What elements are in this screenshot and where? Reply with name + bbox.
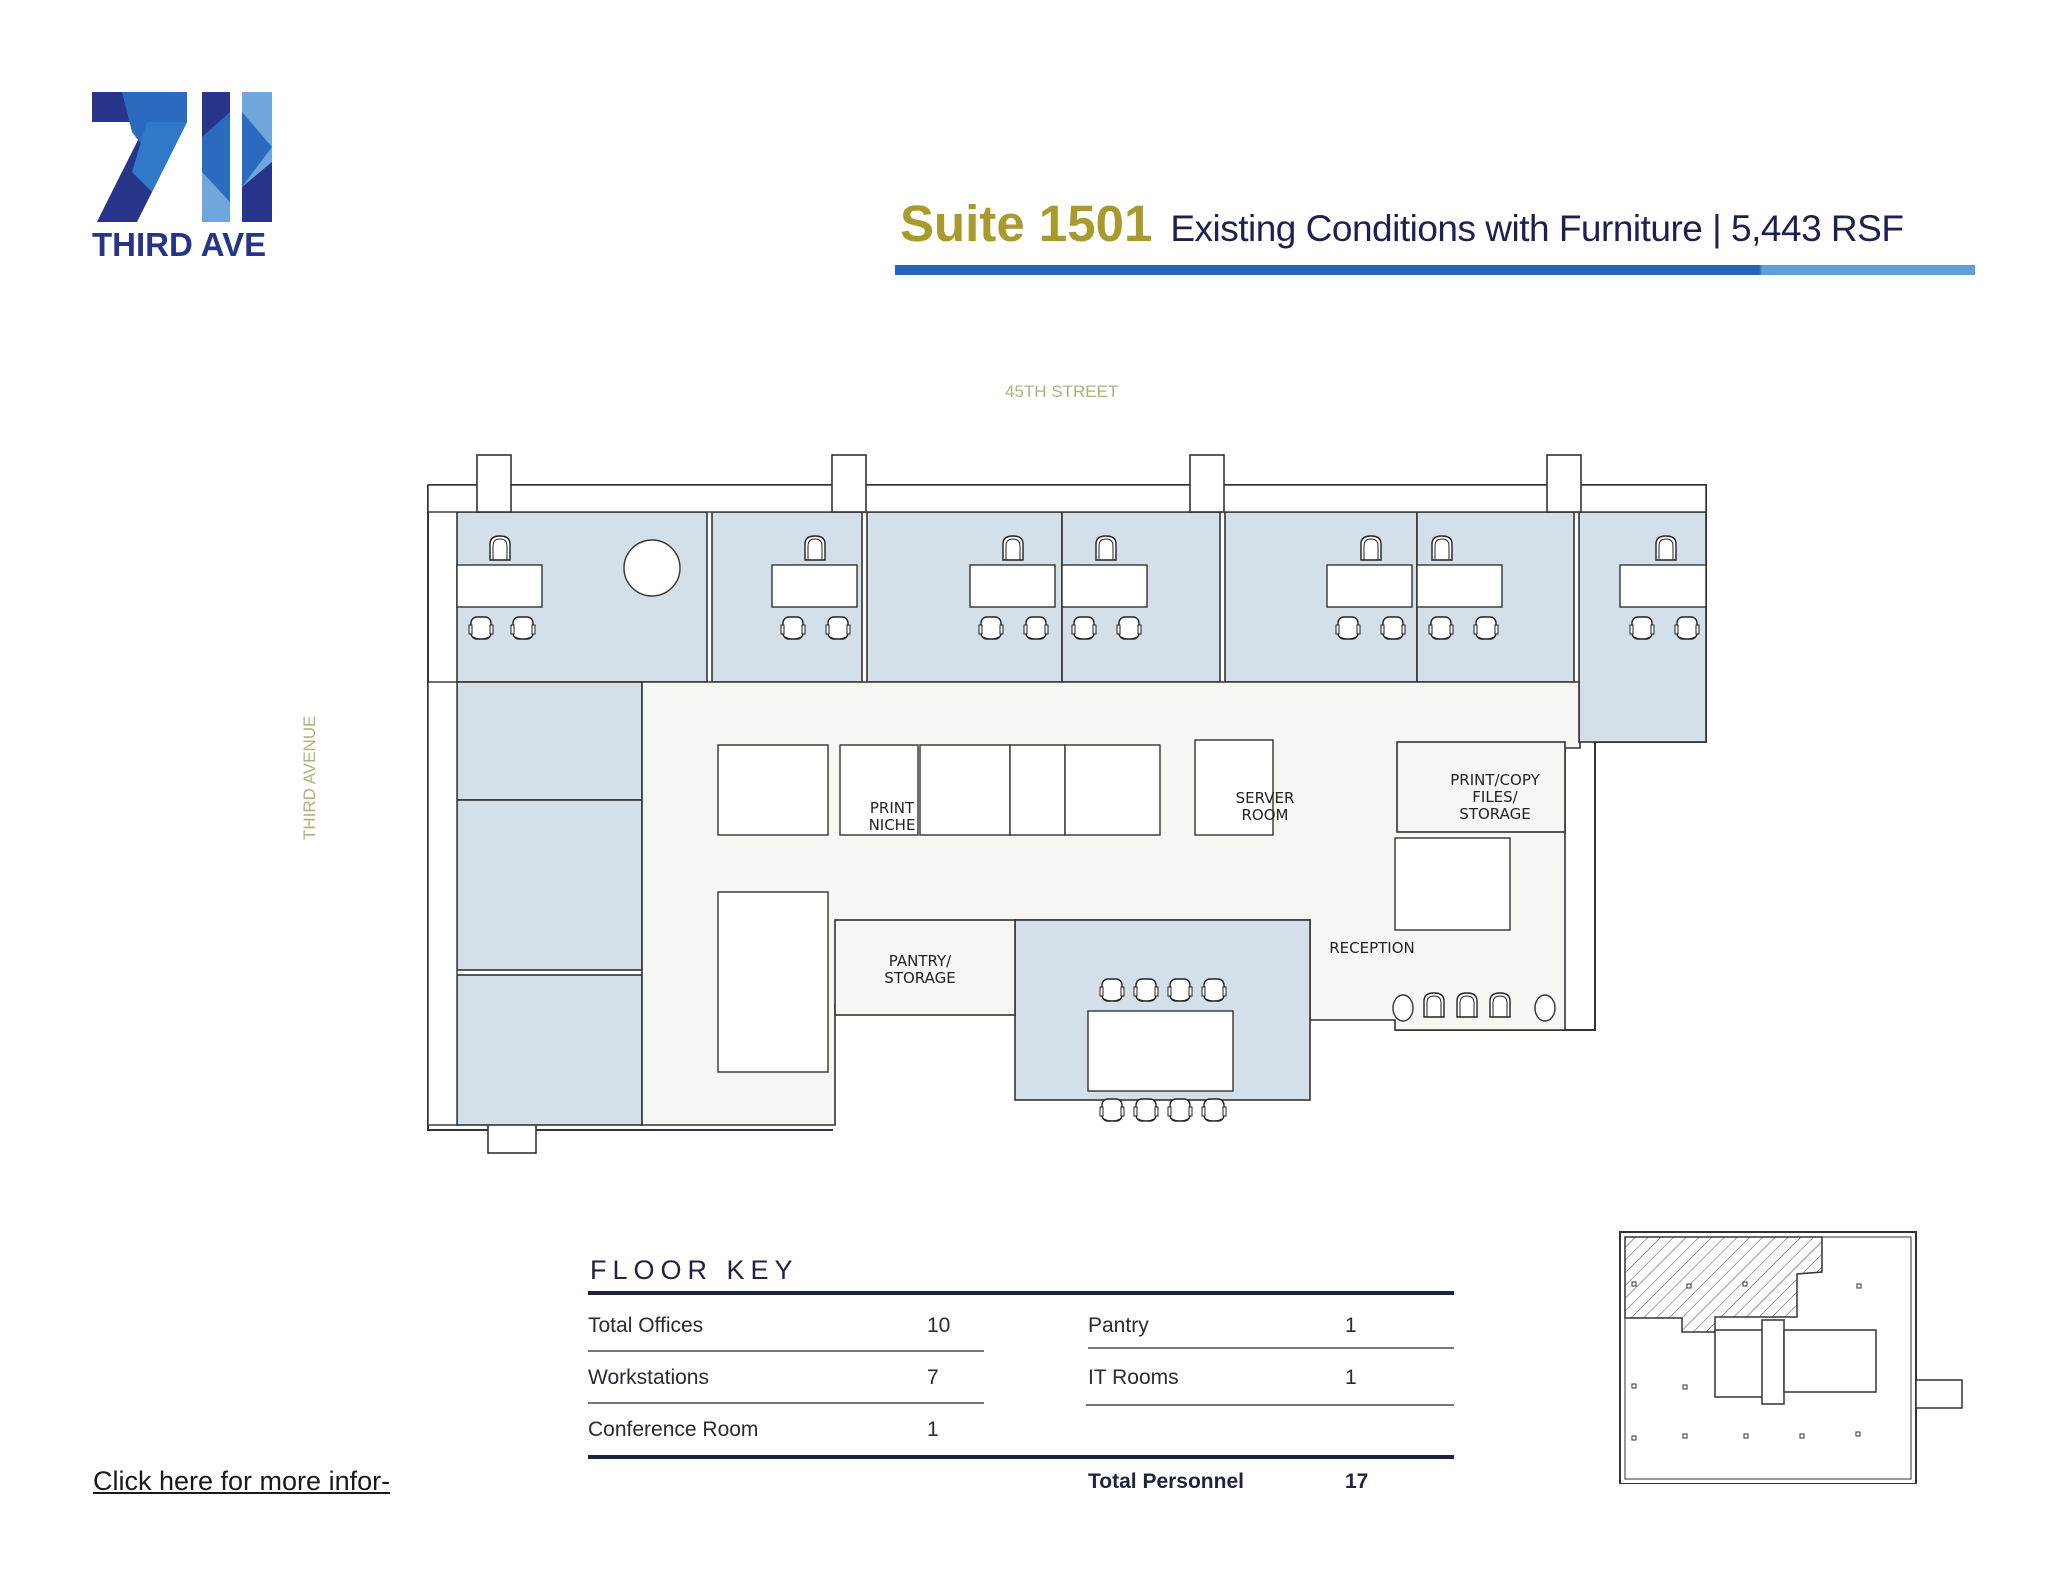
print-copy-room (1396, 741, 1566, 833)
pantry (834, 919, 1016, 1016)
floor-key-label: Workstations (588, 1366, 709, 1389)
floor-key-title: FLOOR KEY (590, 1255, 799, 1285)
label-line: ROOM (1241, 806, 1289, 824)
label-line: PRINT/COPY (1450, 771, 1540, 789)
room-label-server-room: SERVER ROOM (1230, 790, 1300, 824)
suite-number: Suite 1501 (900, 195, 1153, 252)
floor-key-label: IT Rooms (1088, 1366, 1179, 1389)
label-line: PRINT (869, 799, 915, 817)
floor-key-label: Total Offices (588, 1314, 704, 1337)
street-label-north: 45TH STREET (1005, 382, 1119, 401)
floor-key-label: Pantry (1088, 1314, 1149, 1337)
label-line: STORAGE (884, 969, 956, 987)
more-info-link[interactable]: Click here for more infor- (93, 1466, 391, 1496)
floor-key-row-divider (1088, 1347, 1454, 1349)
label-line: FILES/ (1472, 788, 1518, 806)
floor-key-value: 1 (1345, 1366, 1357, 1389)
room-label-pantry: PANTRY/ STORAGE (880, 953, 960, 987)
room-label-print-copy: PRINT/COPY FILES/ STORAGE (1440, 772, 1550, 823)
floor-key-value: 1 (927, 1418, 939, 1441)
floor-key-divider (588, 1291, 1454, 1295)
room-label-reception: RECEPTION (1329, 939, 1415, 957)
title-underline-bar (895, 265, 1975, 275)
floor-key-value: 1 (1345, 1314, 1357, 1337)
floor-key-label: Conference Room (588, 1418, 759, 1441)
street-label-west: THIRD AVENUE (300, 715, 319, 840)
floor-key-row-divider (588, 1350, 984, 1352)
logo-text: THIRD AVE (92, 226, 267, 263)
floor-key-value: 10 (927, 1314, 951, 1337)
floor-plan (427, 454, 1707, 1154)
floor-key-value: 7 (927, 1366, 939, 1389)
floor-key-row-divider (588, 1402, 984, 1404)
label-line: NICHE (868, 816, 916, 834)
floor-key-divider (588, 1455, 1454, 1459)
key-plan-map (1619, 1231, 1963, 1484)
total-personnel-label: Total Personnel (1088, 1470, 1244, 1493)
label-line: PANTRY/ (888, 952, 952, 970)
page-title: Suite 1501 Existing Conditions with Furni… (900, 194, 1904, 253)
floor-key-row-divider (1086, 1404, 1454, 1406)
label-line: SERVER (1235, 789, 1295, 807)
label-line: STORAGE (1459, 805, 1531, 823)
suite-subtitle: Existing Conditions with Furniture | 5,4… (1170, 208, 1904, 249)
logo-711-icon (92, 92, 272, 222)
total-personnel-value: 17 (1345, 1470, 1369, 1493)
room-label-print-niche: PRINT NICHE (862, 800, 922, 834)
